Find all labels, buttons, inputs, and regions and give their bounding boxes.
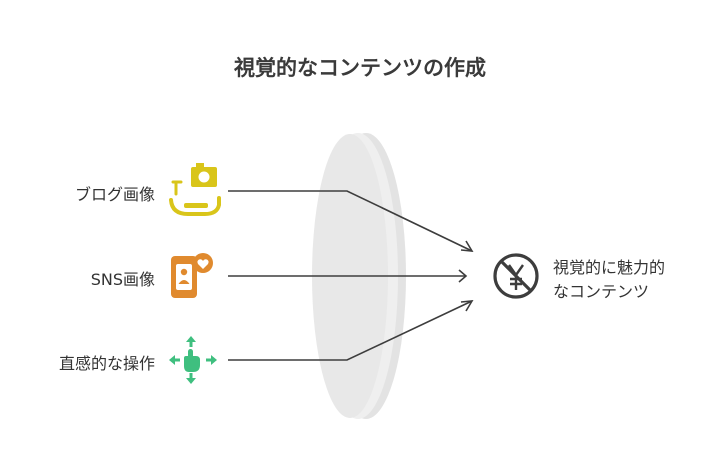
- no-yen-icon: [493, 253, 539, 299]
- label-blog-image: ブログ画像: [74, 185, 155, 204]
- arrowhead-blog: [460, 240, 474, 252]
- label-intuitive-operation: 直感的な操作: [58, 354, 155, 373]
- page-title: 視覚的なコンテンツの作成: [234, 56, 486, 80]
- arrow-intuitive: [228, 300, 473, 361]
- connector-arrows: [228, 190, 474, 361]
- arrowhead-intuitive: [460, 300, 474, 312]
- touch-move-icon: [169, 336, 217, 384]
- arrow-blog: [228, 190, 473, 252]
- output-label-line2: なコンテンツ: [553, 282, 650, 301]
- output-label-line1: 視覚的に魅力的: [553, 258, 666, 277]
- label-sns-image: SNS画像: [90, 270, 155, 289]
- output-label: 視覚的に魅力的 なコンテンツ: [553, 256, 665, 304]
- camera-photo-icon: [169, 163, 221, 216]
- arrowhead-sns: [458, 269, 468, 283]
- social-profile-heart-icon: [171, 253, 213, 298]
